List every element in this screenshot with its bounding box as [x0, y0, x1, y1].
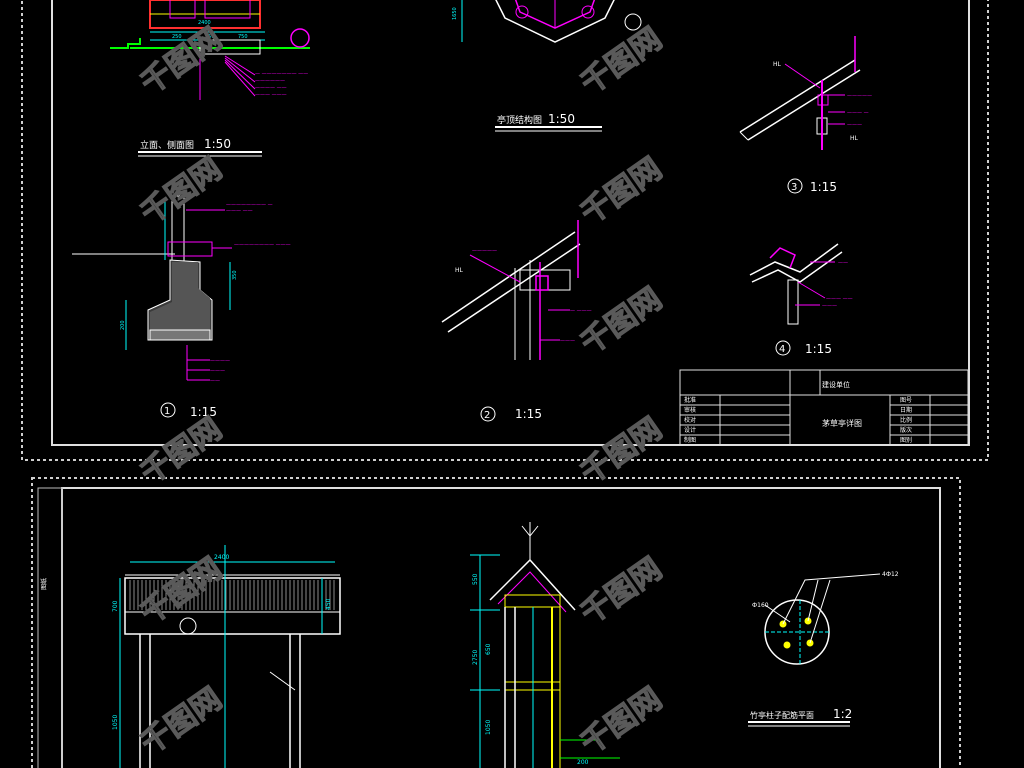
- sec-dim-4: 1050: [485, 720, 492, 735]
- rebar-dia: Ф160: [752, 602, 769, 609]
- tb-right-3: 版次: [900, 426, 912, 434]
- watermark-text: 千图网: [135, 151, 229, 231]
- sec-dim-2: 2750: [472, 650, 479, 665]
- elev-dim-c: 750: [238, 34, 248, 40]
- tb-right-0: 图号: [900, 397, 912, 404]
- detail-4: —— ——— ————— 4 1:15: [749, 243, 853, 356]
- roof-plan-scale: 1:50: [548, 112, 575, 126]
- title-block: [679, 369, 969, 446]
- pav-dim-left-top: 700: [112, 600, 119, 612]
- watermark-text: 千图网: [575, 281, 669, 361]
- rebar-plan-title: 竹亭柱子配筋平面: [750, 710, 814, 720]
- elev-dim-a: 250: [172, 34, 182, 40]
- elev-dim-b: 250: [205, 34, 215, 40]
- roof-plan-view: 1650 亭顶结构图 1:50: [452, 0, 642, 132]
- tb-left-2: 校对: [684, 416, 696, 424]
- svg-text:——— ——: ——— ——: [826, 296, 853, 302]
- svg-text:———: ———: [822, 303, 837, 309]
- pav-dim-left-bottom: 1050: [112, 715, 119, 730]
- pav-dim-right-top: 450: [325, 598, 332, 610]
- pavilion-elevation: 2400 700 1050 450: [112, 545, 341, 768]
- hl-marker-3b: HL: [850, 135, 859, 142]
- roof-dim-a: 1650: [452, 7, 458, 20]
- detail-3: HL HL ————— ——— — ——— 3 1:15: [739, 36, 872, 194]
- svg-text:———————— ———: ———————— ———: [234, 242, 291, 248]
- hl-marker-3a: HL: [773, 61, 782, 68]
- tb-right-4: 图别: [900, 436, 912, 444]
- svg-text:—————: —————: [847, 93, 872, 99]
- tb-left-1: 审核: [684, 406, 696, 414]
- tb-right-1: 日期: [900, 406, 912, 414]
- sheet2-side-label: 图纸: [40, 578, 48, 590]
- sec-dim-5: 200: [577, 759, 589, 766]
- tb-left-4: 制图: [684, 436, 696, 444]
- svg-text:— ——————— ——: — ——————— ——: [255, 71, 308, 77]
- pavilion-section: 550 2750 650 1050 200: [470, 522, 620, 768]
- svg-text:—————: —————: [472, 248, 497, 254]
- detail4-scale: 1:15: [805, 342, 832, 356]
- watermark-text: 千图网: [575, 681, 669, 761]
- elevation-view: — ——————— —— —————— ———— —— ——— ——— 立面、侧…: [110, 0, 310, 157]
- svg-text:——— —: ——— —: [847, 110, 869, 116]
- tb-left-0: 批准: [684, 396, 696, 404]
- svg-text:————: ————: [210, 358, 230, 364]
- title-block-project: 茅草亭详图: [822, 418, 862, 428]
- pav-dim-top: 2400: [214, 554, 229, 561]
- title-block-unit: 建设单位: [822, 380, 850, 389]
- elevation-title: 立面、侧面图: [140, 139, 194, 151]
- svg-text:— ———: — ———: [570, 308, 592, 314]
- hl-marker-2a: HL: [455, 267, 464, 274]
- watermark-layer: 千图网千图网千图网千图网千图网千图网千图网千图网千图网千图网千图网: [134, 21, 669, 762]
- svg-text:———: ———: [847, 122, 862, 128]
- roof-plan-title: 亭顶结构图: [497, 114, 542, 126]
- detail3-scale: 1:15: [810, 180, 837, 194]
- watermark-text: 千图网: [575, 21, 669, 101]
- sec-dim-1: 550: [472, 573, 479, 585]
- watermark-text: 千图网: [575, 411, 669, 491]
- tb-right-2: 比例: [900, 416, 912, 424]
- d1-dim-h: 350: [232, 270, 238, 280]
- detail1-mark: 1: [164, 406, 170, 417]
- svg-text:——: ——: [838, 260, 848, 266]
- sheet2-side-strip: [37, 487, 63, 768]
- detail4-mark: 4: [779, 344, 785, 355]
- svg-text:——————: ——————: [255, 78, 285, 84]
- sheet1-inner-frame: [51, 0, 970, 446]
- detail2-mark: 2: [484, 410, 490, 421]
- svg-text:——— ——: ——— ——: [226, 208, 253, 214]
- watermark-text: 千图网: [135, 681, 229, 761]
- tb-left-3: 设计: [684, 426, 696, 434]
- svg-text:———————— —: ———————— —: [226, 202, 273, 208]
- sheet2-outer-frame: [31, 477, 961, 768]
- watermark-text: 千图网: [575, 551, 669, 631]
- rebar-callout: 4Ф12: [882, 571, 899, 578]
- svg-text:———: ———: [560, 338, 575, 344]
- elevation-scale: 1:50: [204, 137, 231, 151]
- svg-text:———— ——: ———— ——: [255, 85, 287, 91]
- detail3-mark: 3: [791, 182, 797, 193]
- detail1-scale: 1:15: [190, 405, 217, 419]
- rebar-plan-detail: 4Ф12 Ф160 竹亭柱子配筋平面 1:2: [748, 571, 899, 727]
- d1-dim-w: 200: [120, 320, 126, 330]
- detail-2: HL ————— — ——— ——— 2 1:15: [441, 220, 592, 422]
- sheet1-outer-frame: [21, 0, 989, 461]
- svg-text:——— ———: ——— ———: [255, 92, 287, 98]
- svg-text:———: ———: [210, 368, 225, 374]
- detail2-scale: 1:15: [515, 407, 542, 421]
- sec-dim-3: 650: [485, 643, 492, 655]
- elev-dim-top: 2400: [198, 20, 211, 26]
- detail-1: ———————— ———— —— ———————— ——— ————————— …: [72, 195, 291, 419]
- watermark-text: 千图网: [135, 411, 229, 491]
- svg-text:——: ——: [210, 378, 220, 384]
- rebar-plan-scale: 1:2: [833, 707, 852, 721]
- watermark-text: 千图网: [575, 151, 669, 231]
